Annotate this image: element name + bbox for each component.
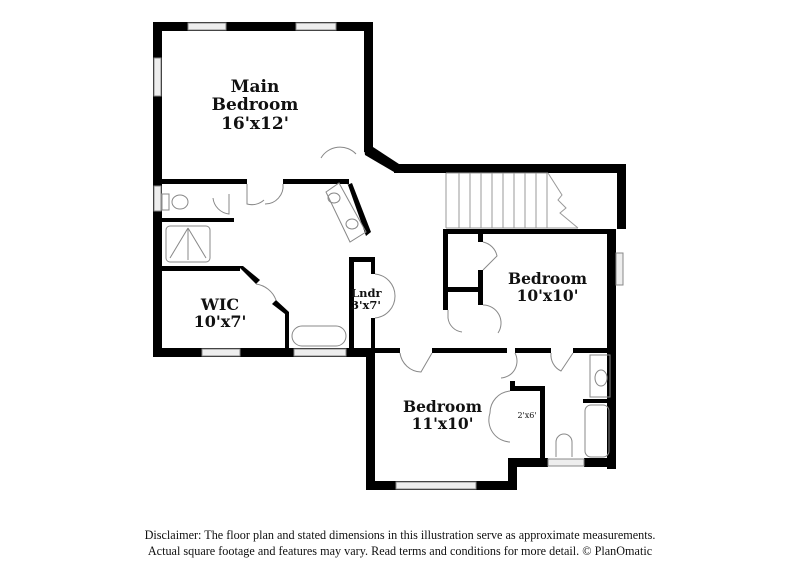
- room-label-bedroom-11x10: Bedroom 11'x10': [402, 397, 483, 433]
- sink: [594, 369, 608, 387]
- room-label-laundry: Lndr 3'x7': [351, 286, 382, 313]
- doors: [212, 146, 574, 443]
- bathtub-main: [291, 325, 347, 347]
- interior-walls: [162, 179, 613, 460]
- room-label-closet: 2'x6': [517, 411, 537, 420]
- fixtures: [161, 182, 611, 458]
- windows: [153, 22, 624, 490]
- toilet-2: [555, 433, 573, 457]
- disclaimer-line-1: Disclaimer: The floor plan and stated di…: [144, 528, 656, 542]
- bathtub: [584, 404, 610, 458]
- room-label-bedroom-10x10: Bedroom 10'x10': [507, 269, 588, 305]
- stairs: [445, 172, 579, 229]
- disclaimer: Disclaimer: The floor plan and stated di…: [0, 527, 800, 559]
- disclaimer-line-2: Actual square footage and features may v…: [147, 544, 653, 558]
- vanity: [325, 182, 367, 243]
- shower: [165, 225, 211, 263]
- room-label-main-bedroom: Main Bedroom 16'x12': [211, 77, 299, 134]
- toilet: [171, 194, 189, 210]
- room-label-wic: WIC 10'x7': [193, 295, 247, 332]
